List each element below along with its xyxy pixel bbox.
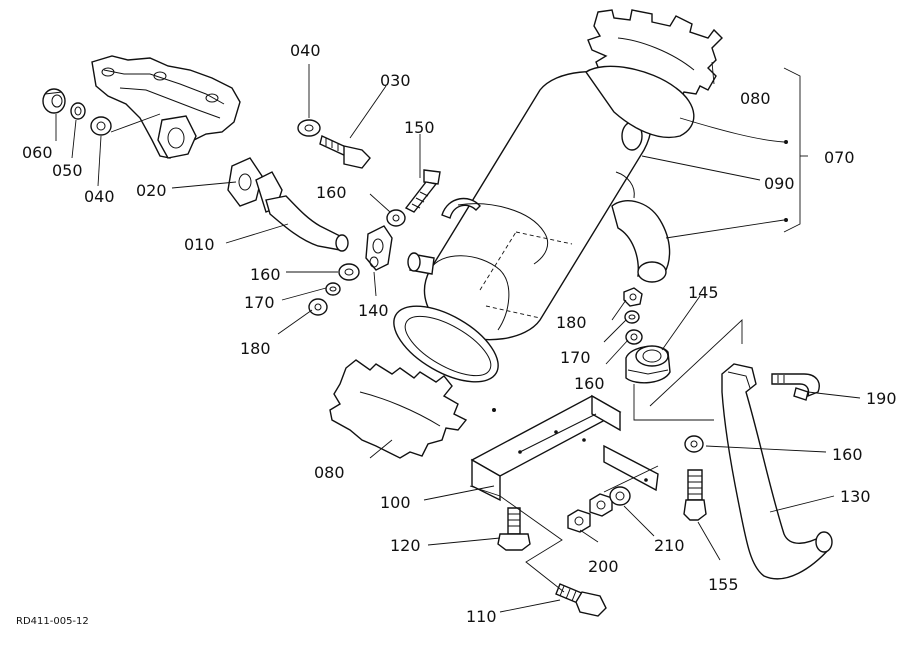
callout-160-upper: 160 [316, 183, 347, 202]
lock-washer-170-right [624, 310, 640, 324]
callout-080-bottom: 080 [314, 463, 345, 482]
callout-050: 050 [52, 161, 83, 180]
bolt-155 [683, 469, 707, 521]
nut-060 [42, 88, 66, 114]
callout-210: 210 [654, 536, 685, 555]
heat-shield-080-bottom [329, 359, 468, 459]
nut-200 [567, 509, 591, 533]
lock-washer-050 [70, 102, 86, 120]
nut-180-right [623, 287, 643, 307]
washer-160-far-right [684, 435, 704, 453]
callout-180-left: 180 [240, 339, 271, 358]
tail-pipe-130 [721, 363, 833, 580]
gasket-020 [227, 157, 263, 207]
lock-washer-170-left [325, 282, 341, 296]
clamp-140 [365, 225, 393, 271]
washer-040-top [297, 119, 321, 137]
bolt-110 [555, 583, 607, 617]
callout-155: 155 [708, 575, 739, 594]
washer-160-lower [338, 263, 360, 281]
washer-160-right [625, 329, 643, 345]
callout-145: 145 [688, 283, 719, 302]
exhaust-pipe-010 [255, 171, 349, 252]
clamp-145 [625, 345, 671, 384]
bolt-150 [404, 169, 441, 213]
leader-lines [55, 61, 861, 613]
callout-120: 120 [390, 536, 421, 555]
callout-070: 070 [824, 148, 855, 167]
callout-110: 110 [466, 607, 497, 626]
callout-150: 150 [404, 118, 435, 137]
callout-160-far-right: 160 [832, 445, 863, 464]
group-bracket-070 [783, 67, 801, 233]
u-bolt-190 [771, 373, 820, 401]
callout-040-left: 040 [84, 187, 115, 206]
callout-090: 090 [764, 174, 795, 193]
nut-200b [589, 493, 613, 517]
callout-140: 140 [358, 301, 389, 320]
callout-labels: 060 050 040 020 010 040 030 150 160 160 … [22, 41, 897, 626]
callout-020: 020 [136, 181, 167, 200]
bracket-100 [470, 394, 659, 502]
ring-gasket [393, 305, 499, 383]
callout-180-right: 180 [556, 313, 587, 332]
callout-160-right: 160 [574, 374, 605, 393]
muffler-090 [407, 71, 671, 341]
exhaust-manifold [91, 55, 241, 159]
nut-180-left [308, 298, 328, 316]
callout-170-right: 170 [560, 348, 591, 367]
tail-gasket [585, 65, 695, 138]
washer-040-left [90, 116, 112, 136]
callout-200: 200 [588, 557, 619, 576]
callout-190: 190 [866, 389, 897, 408]
callout-080-top: 080 [740, 89, 771, 108]
mount-dot [492, 408, 496, 412]
callout-160-left: 160 [250, 265, 281, 284]
diagram-code: RD411-005-12 [16, 616, 89, 627]
callout-130: 130 [840, 487, 871, 506]
callout-030: 030 [380, 71, 411, 90]
callout-060: 060 [22, 143, 53, 162]
callout-170-left: 170 [244, 293, 275, 312]
washer-210 [609, 486, 631, 506]
callout-100: 100 [380, 493, 411, 512]
callout-040-top: 040 [290, 41, 321, 60]
bolt-120 [497, 507, 531, 551]
callout-010: 010 [184, 235, 215, 254]
washer-160-upper [386, 209, 406, 227]
bolt-030 [319, 135, 371, 169]
